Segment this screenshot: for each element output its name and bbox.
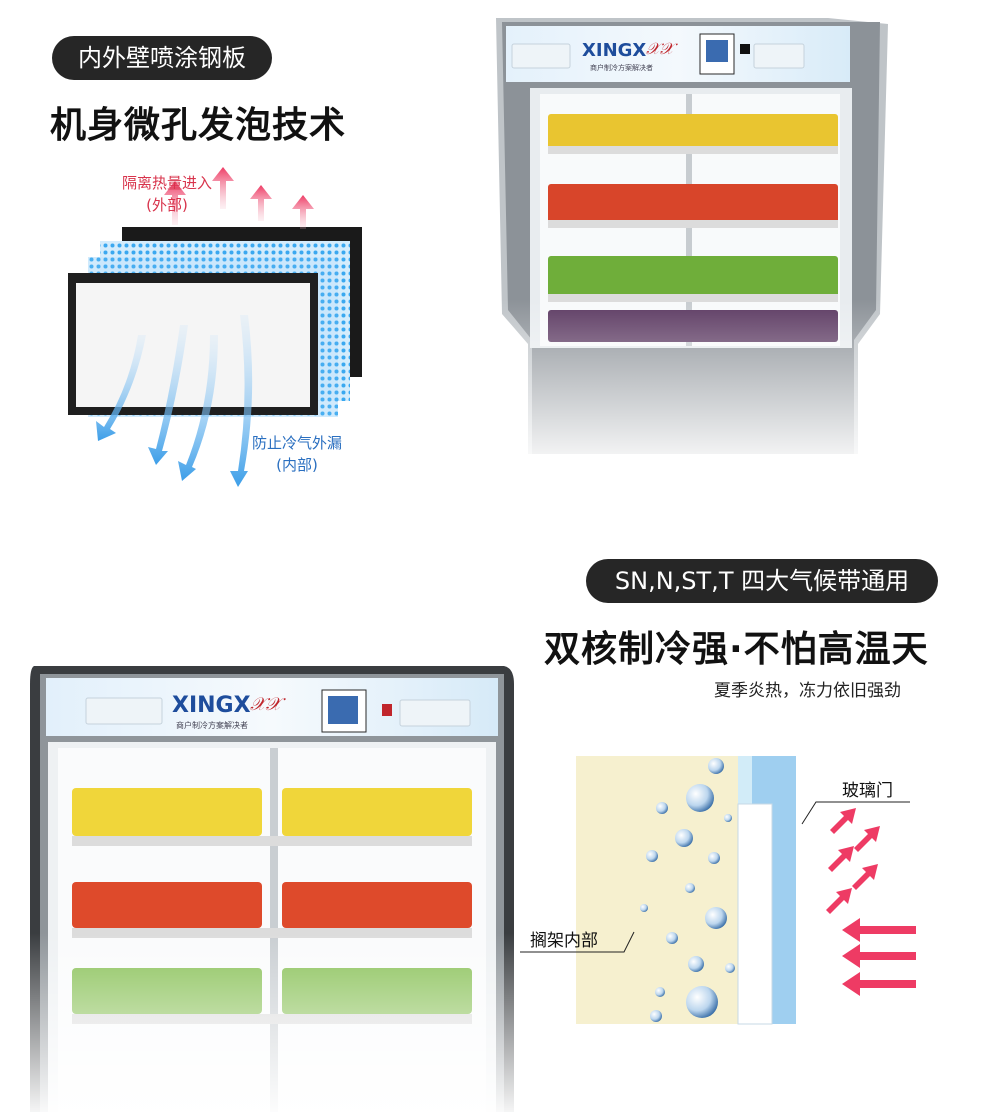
- climate-zone-badge: SN,N,ST,T 四大气候带通用: [586, 559, 938, 603]
- condensation-bubbles: [640, 758, 735, 1022]
- dual-core-title: 双核制冷强·不怕高温天: [544, 629, 929, 670]
- heat-arrows: [164, 167, 314, 229]
- label-outer-line2: (外部): [146, 196, 188, 214]
- label-outer-line1: 隔离热量进入: [121, 174, 212, 192]
- callout-glass-door: 玻璃门: [842, 781, 893, 801]
- label-inner-cold: 防止冷气外漏 (内部): [242, 432, 352, 476]
- heat-arrows: [826, 808, 916, 996]
- label-inner-line1: 防止冷气外漏: [251, 434, 342, 452]
- dual-core-subtitle: 夏季炎热，冻力依旧强劲: [714, 681, 901, 701]
- feature-badge-steel: 内外壁喷涂钢板: [52, 36, 272, 80]
- feature-title-foam: 机身微孔发泡技术: [50, 105, 347, 146]
- fridge-image-top: XINGX 𝒳𝒳 商户制冷方案解决者: [488, 14, 890, 474]
- callout-shelf-interior: 搁架内部: [530, 931, 598, 951]
- label-outer-heat: 隔离热量进入 (外部): [112, 172, 222, 216]
- insulation-illustration: [68, 167, 362, 487]
- fridge-image-bottom: XINGX 𝒳𝒳 商户制冷方案解决者: [26, 664, 518, 1112]
- cold-arrows: [96, 315, 253, 487]
- label-inner-line2: (内部): [276, 456, 318, 474]
- glass-door-diagram: [520, 756, 916, 1025]
